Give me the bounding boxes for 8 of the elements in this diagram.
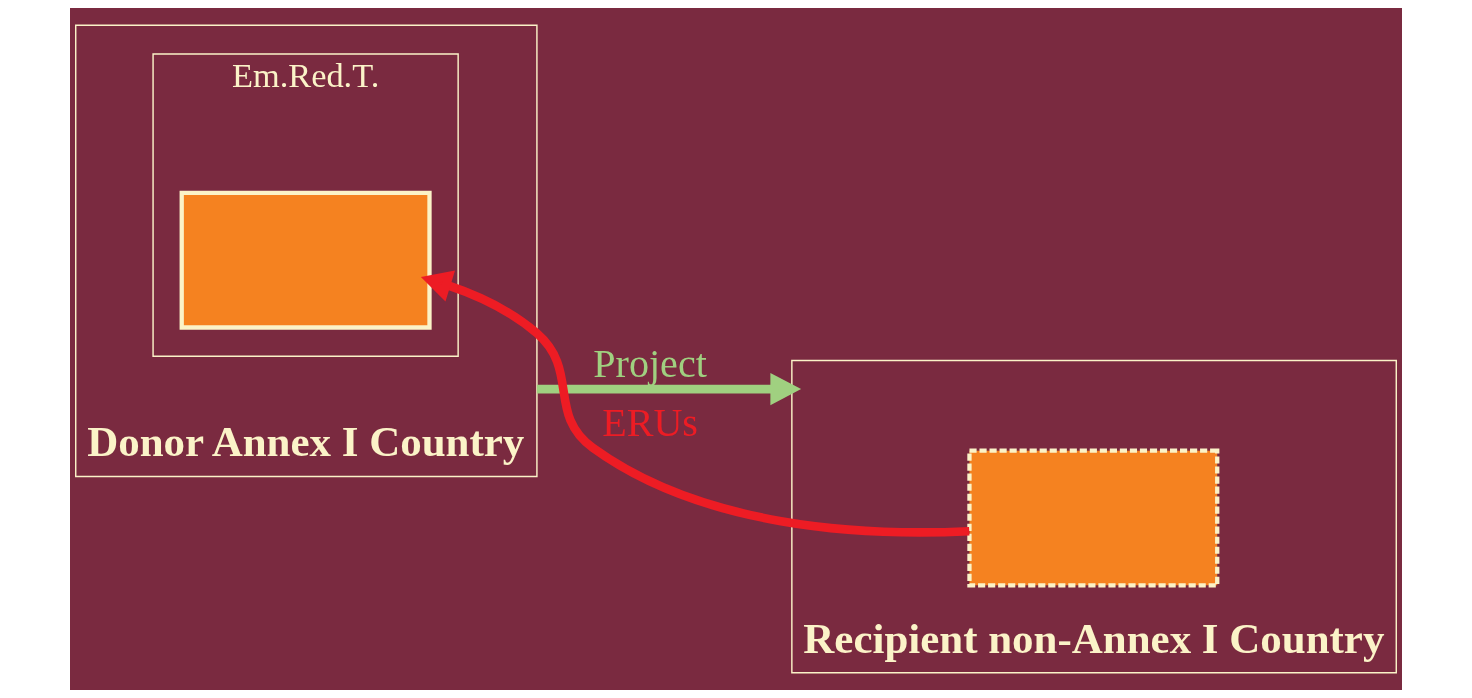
arrow (420, 270, 970, 537)
cluster: Em.Red.T. (152, 53, 459, 357)
arrow (536, 372, 802, 406)
node-box (967, 448, 1220, 588)
edge-label: ERUs (602, 399, 698, 445)
cluster: Recipient non-Annex I Country (791, 359, 1397, 674)
node-box (179, 190, 432, 330)
edge-label: Project (593, 340, 707, 386)
